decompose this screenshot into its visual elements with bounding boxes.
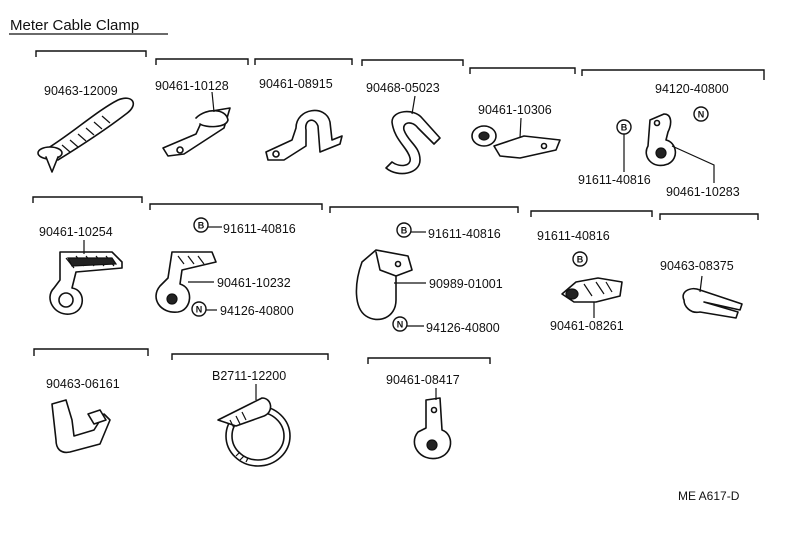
group-bracket-11 (659, 213, 759, 220)
group-bracket-4 (361, 59, 464, 66)
group-bracket-14 (367, 357, 491, 364)
svg-text:B: B (621, 123, 628, 133)
part-number-90463-06161: 90463-06161 (46, 377, 120, 391)
group-bracket-5 (469, 67, 576, 74)
part-number-90463-08375: 90463-08375 (660, 259, 734, 273)
leader-90468-05023 (411, 95, 416, 115)
part-90468-05023 (385, 110, 441, 175)
group-bracket-8 (149, 203, 323, 210)
bolt-badge-icon: B (193, 217, 209, 233)
group-bracket-6 (581, 69, 765, 80)
part-90461-08417 (413, 397, 452, 460)
part-number-90461-10306: 90461-10306 (478, 103, 552, 117)
svg-text:N: N (397, 320, 404, 330)
part-number-91611-40816-d: 91611-40816 (537, 229, 610, 243)
part-number-94126-40800-b: 94126-40800 (426, 321, 500, 335)
group-bracket-9 (329, 206, 519, 213)
nut-badge-icon: N (693, 106, 709, 122)
group-bracket-12 (33, 348, 149, 356)
part-number-90461-08417: 90461-08417 (386, 373, 460, 387)
svg-text:N: N (196, 305, 203, 315)
part-90463-06161 (51, 399, 111, 454)
leader-90463-08375 (699, 275, 703, 293)
part-90461-10254 (49, 251, 123, 315)
nut-badge-icon: N (191, 301, 207, 317)
part-90463-12009 (37, 97, 135, 173)
part-number-90461-10128: 90461-10128 (155, 79, 229, 93)
part-90461-08915 (265, 109, 343, 161)
part-number-91611-40816-a: 91611-40816 (578, 173, 651, 187)
diagram-title: Meter Cable Clamp (10, 17, 139, 34)
svg-text:B: B (401, 226, 408, 236)
part-number-94126-40800-a: 94126-40800 (220, 304, 294, 318)
part-number-B2711-12200: B2711-12200 (212, 369, 286, 383)
part-number-90468-05023: 90468-05023 (366, 81, 440, 95)
part-number-90461-10232: 90461-10232 (217, 276, 291, 290)
part-number-91611-40816-c: 91611-40816 (428, 227, 501, 241)
part-number-90461-08261: 90461-08261 (550, 319, 624, 333)
part-90461-10306 (471, 125, 561, 159)
nut-badge-icon: N (392, 316, 408, 332)
part-90461-10128 (162, 107, 231, 157)
part-number-90989-01001: 90989-01001 (429, 277, 503, 291)
figure-code: ME A617-D (678, 489, 740, 503)
leader-90461-10128 (211, 91, 215, 113)
part-90463-08375 (682, 287, 743, 319)
group-bracket-3 (254, 58, 353, 65)
part-90461-08261 (561, 277, 623, 303)
group-bracket-13 (171, 353, 329, 360)
part-number-90461-10254: 90461-10254 (39, 225, 113, 239)
part-B2711-12200 (217, 397, 291, 467)
part-number-94120-40800: 94120-40800 (655, 82, 729, 96)
part-number-90461-10283: 90461-10283 (666, 185, 740, 199)
bolt-badge-icon: B (396, 222, 412, 238)
svg-text:B: B (198, 221, 205, 231)
bolt-badge-icon: B (572, 251, 588, 267)
part-number-91611-40816-b: 91611-40816 (223, 222, 296, 236)
svg-text:N: N (698, 110, 705, 120)
group-bracket-2 (155, 58, 249, 65)
leader-90461-10306 (519, 117, 522, 139)
part-90461-10232 (155, 251, 217, 313)
part-90461-10283 (645, 113, 677, 167)
group-bracket-10 (530, 210, 653, 217)
part-number-90461-08915: 90461-08915 (259, 77, 333, 91)
part-90989-01001 (355, 249, 413, 321)
bolt-badge-icon: B (616, 119, 632, 135)
group-bracket-1 (35, 50, 147, 57)
leader-90461-10283 (671, 145, 715, 183)
group-bracket-7 (32, 196, 143, 203)
part-number-90463-12009: 90463-12009 (44, 84, 118, 98)
svg-text:B: B (577, 255, 584, 265)
